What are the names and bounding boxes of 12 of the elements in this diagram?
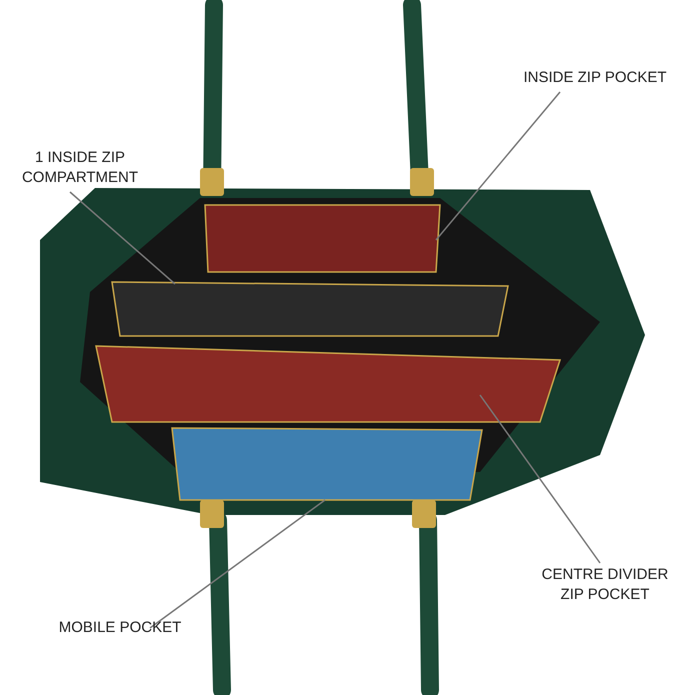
leader-line <box>435 92 561 240</box>
leader-line <box>70 191 176 285</box>
mobile-pocket <box>171 427 483 501</box>
callout-label: 1 INSIDE ZIP COMPARTMENT <box>15 148 145 188</box>
callout-label: INSIDE ZIP POCKET <box>505 68 685 88</box>
leader-line <box>150 499 326 629</box>
callout-label: MOBILE POCKET <box>40 618 200 638</box>
leader-line <box>479 394 601 564</box>
zip-pocket <box>204 204 441 273</box>
zip-compartment <box>111 281 509 337</box>
callout-label: CENTRE DIVIDER ZIP POCKET <box>540 565 670 605</box>
divider-pocket <box>95 345 562 423</box>
